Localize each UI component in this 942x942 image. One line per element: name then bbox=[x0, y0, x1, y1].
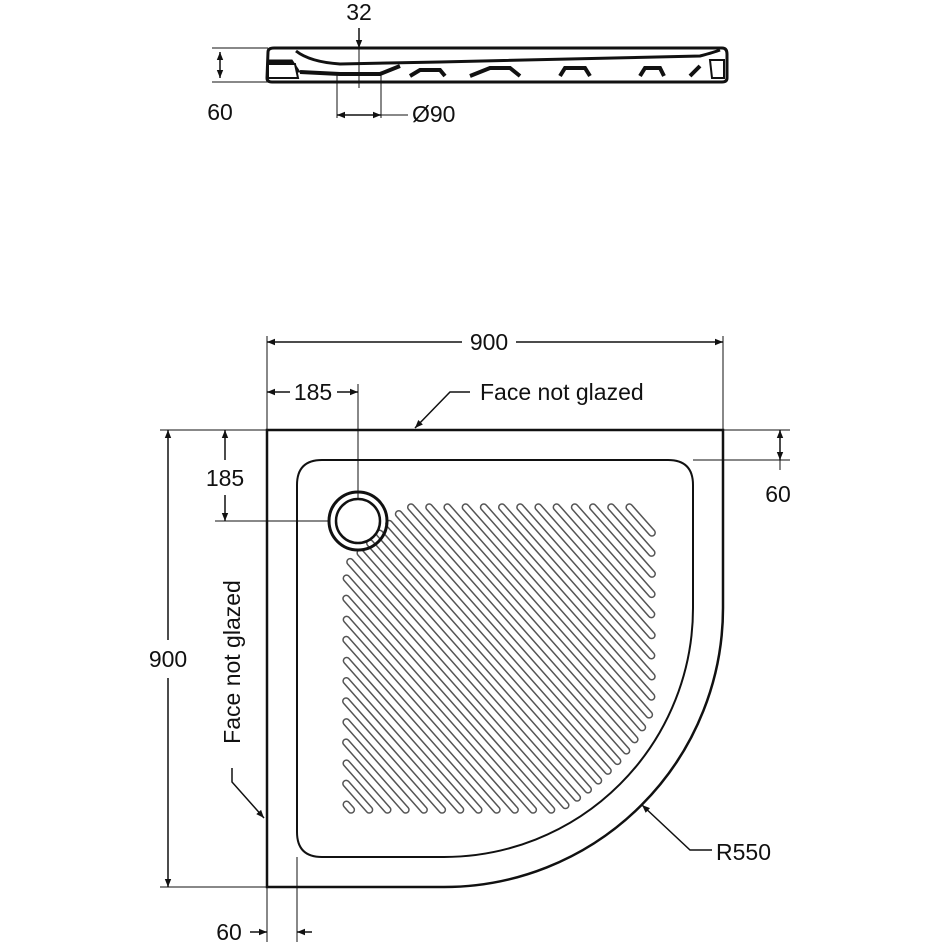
anti-slip-stripe bbox=[444, 504, 645, 730]
anti-slip-stripe bbox=[499, 504, 655, 679]
anti-slip-stripe bbox=[608, 504, 655, 556]
drain-diameter-label: Ø90 bbox=[412, 101, 455, 127]
anti-slip-stripe bbox=[408, 504, 629, 754]
anti-slip-stripe bbox=[343, 781, 372, 813]
anti-slip-stripe bbox=[426, 504, 638, 742]
drain-offset-y-label: 185 bbox=[206, 465, 244, 491]
profile-height-label: 60 bbox=[207, 99, 233, 125]
anti-slip-stripe bbox=[396, 511, 620, 764]
anti-slip-stripe bbox=[367, 540, 591, 793]
plan-width-label: 900 bbox=[470, 329, 508, 355]
radius-label: R550 bbox=[716, 839, 771, 865]
anti-slip-stripe bbox=[572, 504, 655, 597]
tray-basin-outline bbox=[296, 459, 694, 858]
anti-slip-stripe bbox=[343, 739, 409, 813]
anti-slip-stripe bbox=[517, 504, 654, 659]
drain-inner bbox=[334, 497, 382, 545]
tray-outline bbox=[265, 428, 725, 889]
anti-slip-stripe bbox=[343, 760, 391, 813]
anti-slip-stripe bbox=[343, 596, 536, 813]
anti-slip-stripe bbox=[590, 504, 655, 577]
anti-slip-stripe bbox=[347, 559, 569, 808]
anti-slip-stripe bbox=[386, 521, 611, 774]
drain-offset-x-label: 185 bbox=[294, 379, 332, 405]
anti-slip-stripes bbox=[342, 503, 656, 814]
face-not-glazed-top-label: Face not glazed bbox=[480, 379, 644, 405]
anti-slip-stripe bbox=[535, 504, 655, 638]
rim-top-label: 60 bbox=[765, 481, 791, 507]
anti-slip-stripe bbox=[554, 504, 654, 617]
anti-slip-stripe bbox=[357, 550, 580, 801]
anti-slip-stripe bbox=[343, 719, 427, 813]
side-profile bbox=[212, 28, 729, 119]
plan-view bbox=[160, 336, 790, 942]
anti-slip-stripe bbox=[377, 530, 601, 784]
anti-slip-stripe bbox=[344, 658, 482, 813]
rim-left-label: 60 bbox=[216, 919, 242, 942]
anti-slip-stripe bbox=[344, 575, 554, 813]
anti-slip-stripe bbox=[481, 504, 654, 700]
face-not-glazed-left-label: Face not glazed bbox=[219, 580, 245, 744]
profile-depth-label: 32 bbox=[346, 0, 372, 25]
plan-height-label: 900 bbox=[149, 646, 187, 672]
anti-slip-stripe bbox=[344, 617, 518, 813]
anti-slip-stripe bbox=[463, 504, 652, 718]
anti-slip-stripe bbox=[626, 504, 655, 536]
anti-slip-stripe bbox=[343, 802, 354, 813]
drain-outer bbox=[327, 490, 389, 552]
anti-slip-stripe bbox=[343, 678, 463, 813]
anti-slip-stripe bbox=[343, 637, 500, 813]
anti-slip-stripe bbox=[343, 698, 445, 813]
